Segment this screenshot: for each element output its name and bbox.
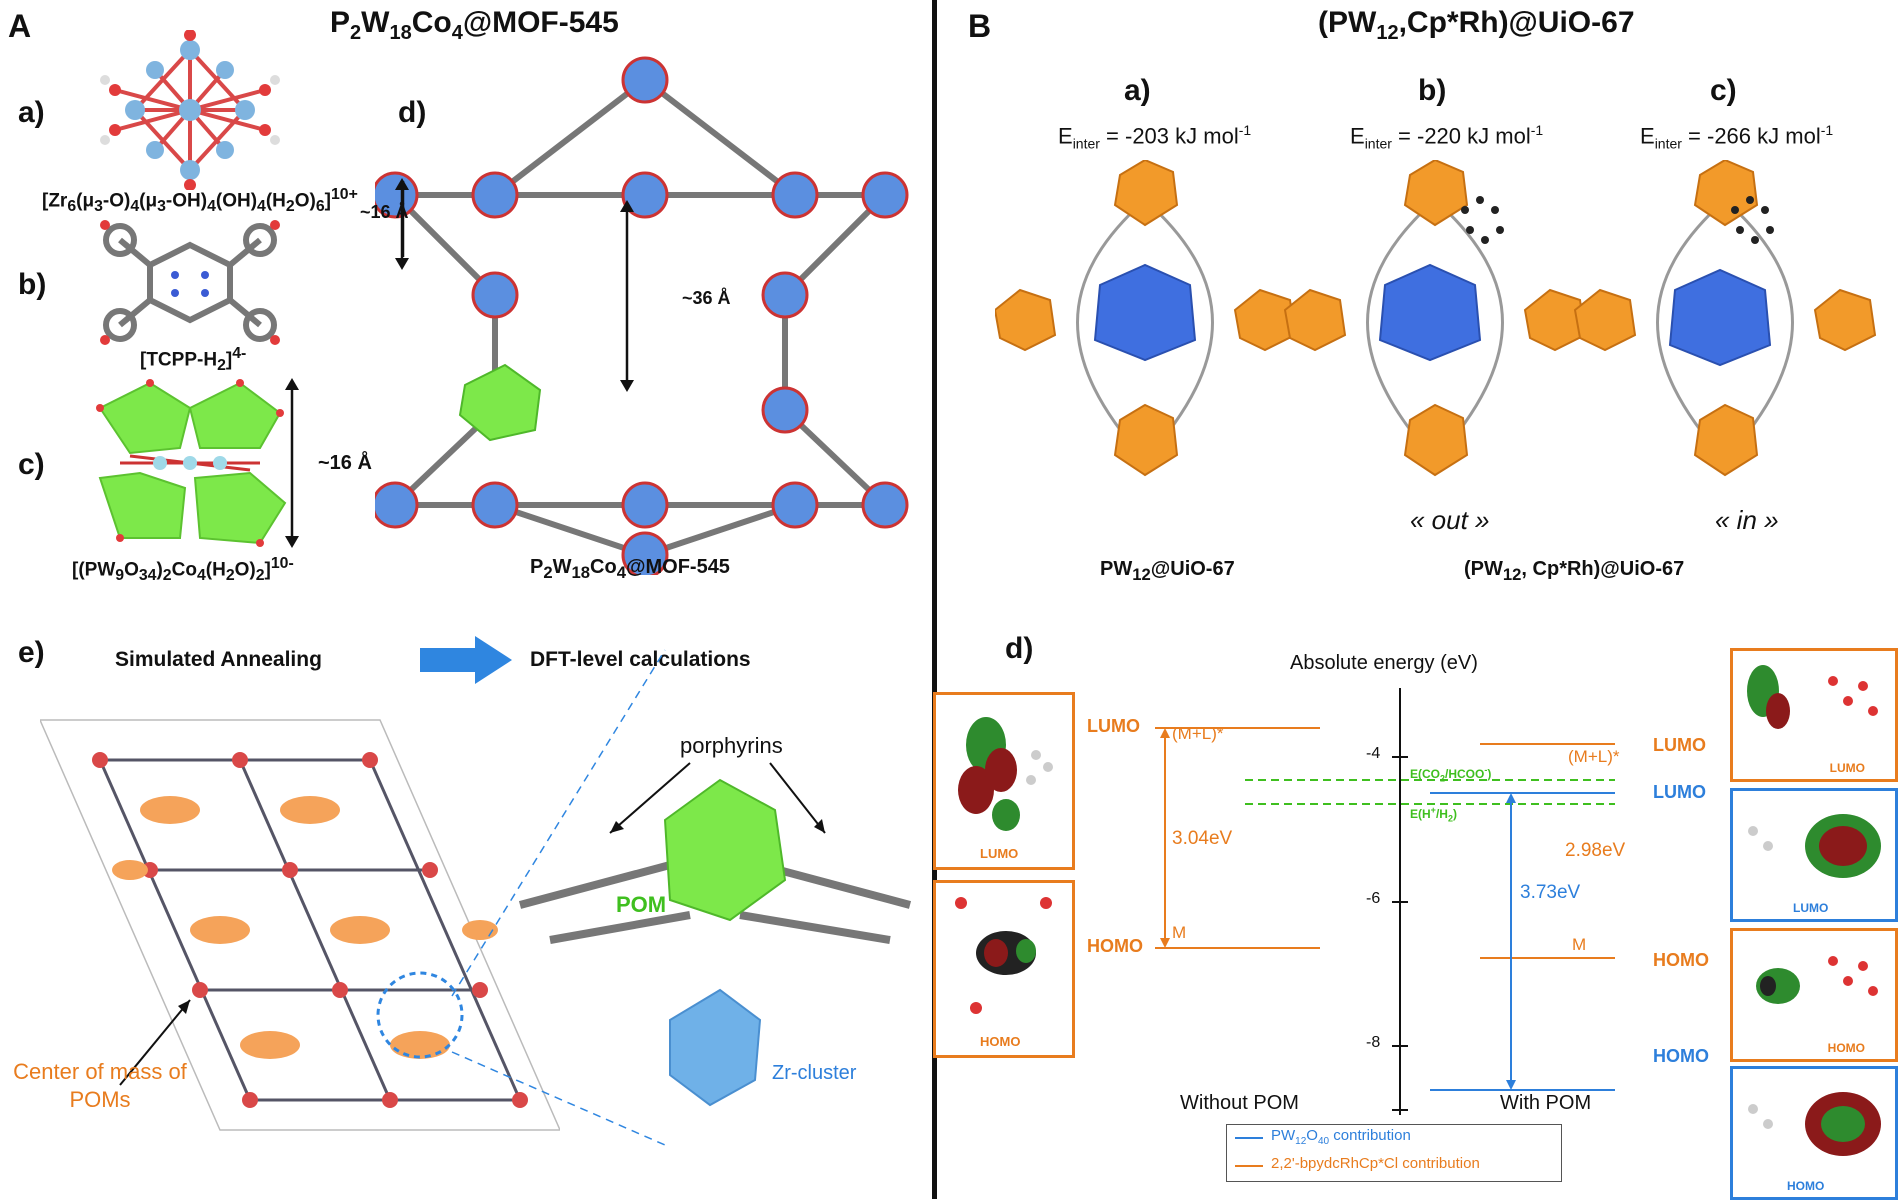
panel-a-sub-c: c) xyxy=(18,448,45,481)
orbital-homo-left-label: HOMO xyxy=(980,1034,1021,1049)
orbital-box-lumo-left: LUMO xyxy=(933,692,1075,870)
lumo-left-label: LUMO xyxy=(1087,716,1140,736)
tcpp-porphyrin-structure xyxy=(100,220,280,345)
orbital-homo-right-blue-label: HOMO xyxy=(1787,1179,1825,1193)
orbital-lumo-right-orange-label: LUMO xyxy=(1829,761,1865,775)
einter-c: Einter = -266 kJ mol-1 xyxy=(1640,122,1834,152)
energy-axis-title: Absolute energy (eV) xyxy=(1290,652,1478,674)
porphyrins-label: porphyrins xyxy=(680,733,783,758)
pore-36-label: ~36 Å xyxy=(682,288,731,308)
homo-left-label: HOMO xyxy=(1087,936,1143,956)
einter-a: Einter = -203 kJ mol-1 xyxy=(1058,122,1252,152)
dft-label: DFT-level calculations xyxy=(530,648,751,671)
panel-b-title: (PW12,Cp*Rh)@UiO-67 xyxy=(1318,6,1635,44)
energy-legend: PW12O40 contribution 2,2'-bpydcRhCp*Cl c… xyxy=(1226,1124,1562,1182)
annealing-label: Simulated Annealing xyxy=(115,648,322,671)
pore-36-arrow xyxy=(620,200,634,392)
einter-b: Einter = -220 kJ mol-1 xyxy=(1350,122,1544,152)
legend-bpydc: 2,2'-bpydcRhCp*Cl contribution xyxy=(1271,1155,1480,1172)
m-left-label: M xyxy=(1172,923,1187,942)
p2w18co4-pom-structure xyxy=(96,379,287,547)
without-pom-label: Without POM xyxy=(1180,1092,1299,1114)
caption-pom: [(PW9O34)2Co4(H2O)2]10- xyxy=(72,555,294,585)
pom-height-arrow xyxy=(285,378,299,548)
panel-b-letter: B xyxy=(968,8,992,44)
orbital-box-homo-right-blue: HOMO xyxy=(1730,1066,1898,1200)
pom-label: POM xyxy=(616,892,667,917)
pom-in-mof-zoom xyxy=(518,778,912,1107)
zoom-lines xyxy=(451,649,666,1146)
lumo-right-blue-label: LUMO xyxy=(1653,782,1706,802)
caption-zr6: [Zr6(μ3-O)4(μ3-OH)4(OH)4(H2O)6]10+ xyxy=(42,186,358,216)
panel-a-title: P2W18Co4@MOF-545 xyxy=(330,6,619,44)
orbital-homo-left-image xyxy=(955,897,1052,1014)
orbital-lumo-left-label: LUMO xyxy=(980,846,1019,861)
legend-blue-line xyxy=(1235,1137,1263,1139)
eh-label: E(H+/H2) xyxy=(1410,805,1457,824)
orbital-lumo-right-orange-image xyxy=(1747,665,1878,729)
orbital-box-homo-left: HOMO xyxy=(933,880,1075,1058)
homo-right-orange-label: HOMO xyxy=(1653,950,1709,970)
caption-pw12-uio67: PW12@UiO-67 xyxy=(1100,558,1235,584)
annealing-lattice xyxy=(40,719,560,1131)
orbital-box-homo-right-orange: HOMO xyxy=(1730,928,1898,1062)
uio67-structures xyxy=(995,160,1877,477)
orbital-homo-right-orange-image xyxy=(1756,956,1878,1004)
tick-minus8: -8 xyxy=(1366,1034,1381,1051)
panel-b-sub-a: a) xyxy=(1124,74,1151,107)
mof-545-structure xyxy=(375,56,909,575)
orbital-homo-right-orange-label: HOMO xyxy=(1827,1041,1865,1055)
panel-a-sub-b: b) xyxy=(18,268,47,301)
out-label: « out » xyxy=(1410,505,1490,535)
panel-divider xyxy=(932,0,937,1199)
homo-right-blue-label: HOMO xyxy=(1653,1046,1709,1066)
zr-cluster-label: Zr-cluster xyxy=(772,1062,857,1084)
gap-3-73: 3.73eV xyxy=(1520,882,1581,903)
porphyrins-arrows xyxy=(609,762,826,834)
panel-b-sub-b: b) xyxy=(1418,74,1447,107)
pore-16-arrow xyxy=(395,178,409,270)
process-arrow-icon xyxy=(420,636,512,684)
lumo-right-orange-label: LUMO xyxy=(1653,735,1706,755)
pom-height-label: ~16 Å xyxy=(318,452,372,474)
orbital-box-lumo-right-blue: LUMO xyxy=(1730,788,1898,922)
caption-pw12-cprh-uio67: (PW12, Cp*Rh)@UiO-67 xyxy=(1464,558,1685,584)
center-of-mass-label: Center of mass of POMs xyxy=(13,1059,187,1112)
orbital-box-lumo-right-orange: LUMO xyxy=(1730,648,1898,782)
legend-orange-line xyxy=(1235,1165,1263,1167)
panel-a-sub-e: e) xyxy=(18,636,45,669)
panel-a-sub-d: d) xyxy=(398,96,427,129)
pore-16-label: ~16 Å xyxy=(360,202,409,222)
orbital-lumo-right-blue-image xyxy=(1748,814,1881,878)
panel-a-letter: A xyxy=(8,8,32,44)
m-right-label: M xyxy=(1572,935,1587,954)
ml-right-label: (M+L)* xyxy=(1568,747,1620,766)
tick-minus4: -4 xyxy=(1366,745,1381,762)
eco2-label: E(CO2/HCOO-) xyxy=(1410,765,1492,784)
panel-b-sub-d: d) xyxy=(1005,632,1034,665)
energy-level-diagram xyxy=(1155,688,1615,1115)
caption-tcpp: [TCPP-H2]4- xyxy=(140,345,247,375)
tick-minus6: -6 xyxy=(1366,890,1381,907)
with-pom-label: With POM xyxy=(1500,1092,1592,1114)
gap-2-98: 2.98eV xyxy=(1565,840,1626,861)
zr6-cluster-structure xyxy=(100,30,280,190)
orbital-lumo-right-blue-label: LUMO xyxy=(1793,901,1829,915)
orbital-homo-right-blue-image xyxy=(1748,1092,1881,1156)
caption-mof: P2W18Co4@MOF-545 xyxy=(530,556,730,582)
gap-3-04: 3.04eV xyxy=(1172,828,1233,849)
panel-b-sub-c: c) xyxy=(1710,74,1737,107)
panel-a-sub-a: a) xyxy=(18,96,45,129)
in-label: « in » xyxy=(1715,505,1779,535)
legend-pw12o40: PW12O40 contribution xyxy=(1271,1127,1411,1147)
orbital-lumo-left-image xyxy=(958,717,1053,831)
ml-left-label: (M+L)* xyxy=(1172,724,1224,743)
